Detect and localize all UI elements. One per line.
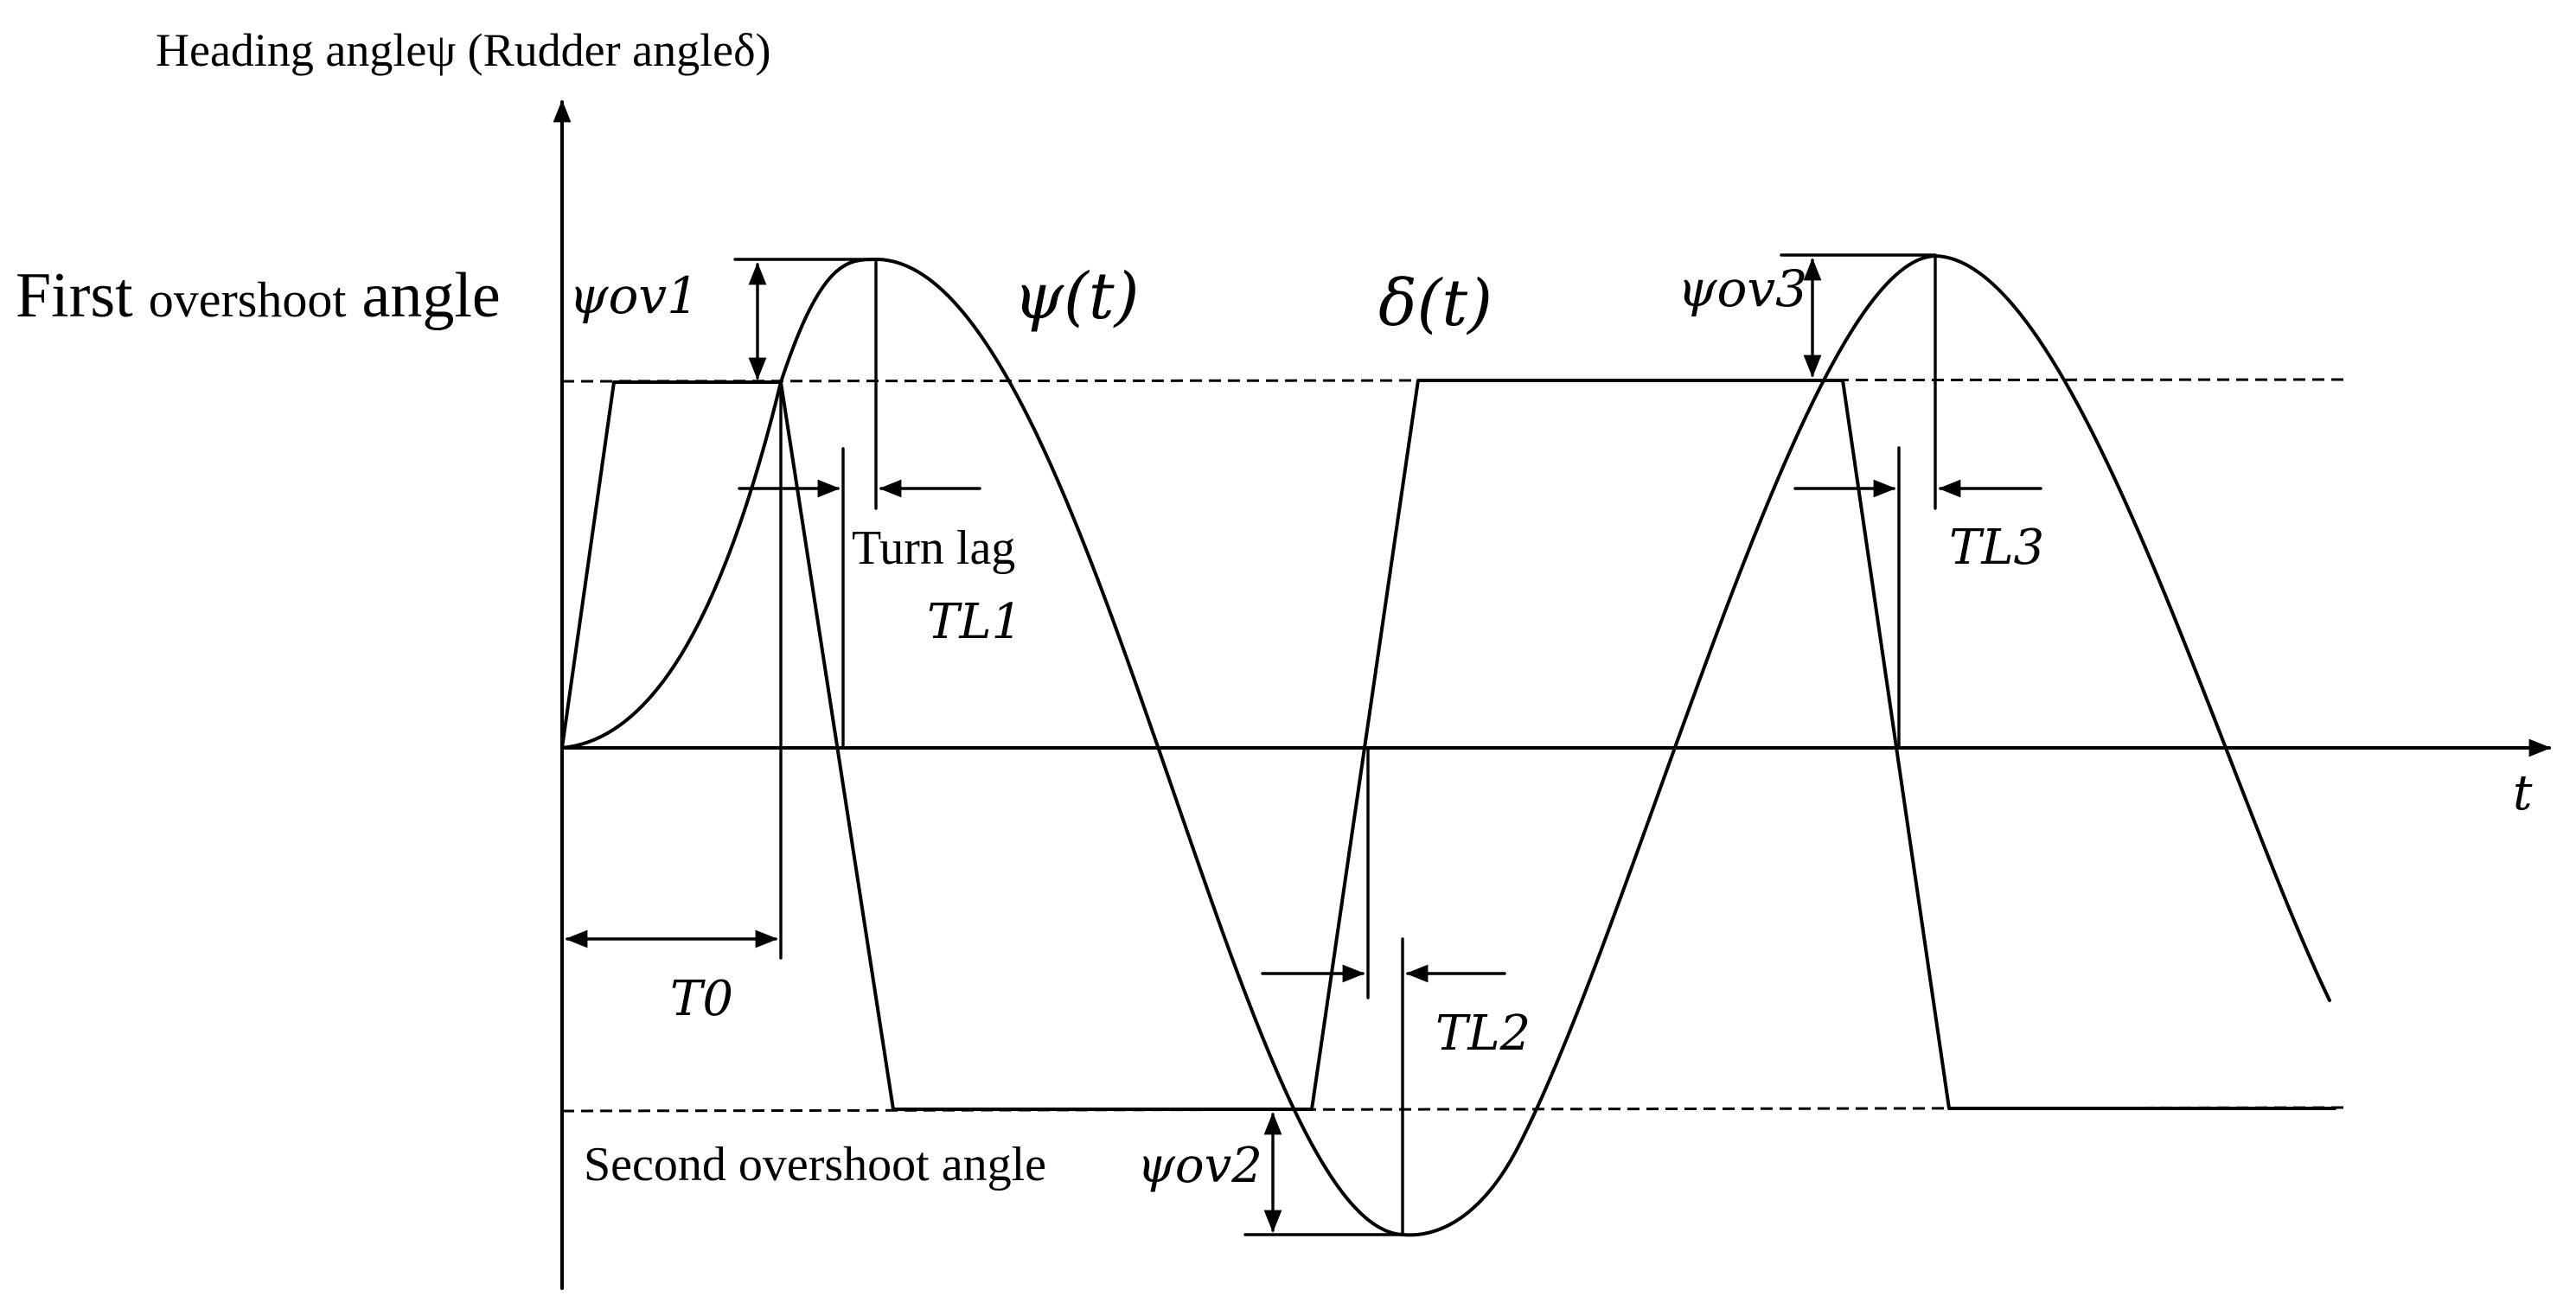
- first-overshoot-word-last: angle: [361, 260, 500, 331]
- t-l1-label: TL1: [927, 594, 1022, 650]
- heading-angle-curve: [560, 254, 2331, 1237]
- heading-curve-label: ψ(t): [1013, 259, 1140, 334]
- x-axis-label: t: [2513, 765, 2533, 821]
- rudder-curve-label: δ(t): [1378, 266, 1493, 341]
- second-overshoot-label: Second overshoot angle: [584, 1138, 1046, 1191]
- t-l2-label: TL2: [1435, 1006, 1531, 1062]
- upper-reference-line: [561, 378, 2344, 383]
- first-overshoot-word-first: First: [16, 260, 133, 331]
- rudder-angle-curve: [560, 379, 2336, 1111]
- turn-lag-label: Turn lag: [852, 521, 1015, 575]
- psi-ov1-label: ψov1: [569, 266, 699, 325]
- psi-ov2-label: ψov2: [1137, 1138, 1262, 1194]
- psi-ov3-label: ψov3: [1678, 259, 1807, 318]
- first-overshoot-label: First overshoot angle: [16, 260, 501, 331]
- t-l3-label: TL3: [1949, 520, 2044, 576]
- t-0-label: T0: [670, 971, 733, 1027]
- y-axis-label: Heading angleψ (Rudder angleδ): [156, 24, 771, 76]
- first-overshoot-word-mid: overshoot: [149, 271, 347, 328]
